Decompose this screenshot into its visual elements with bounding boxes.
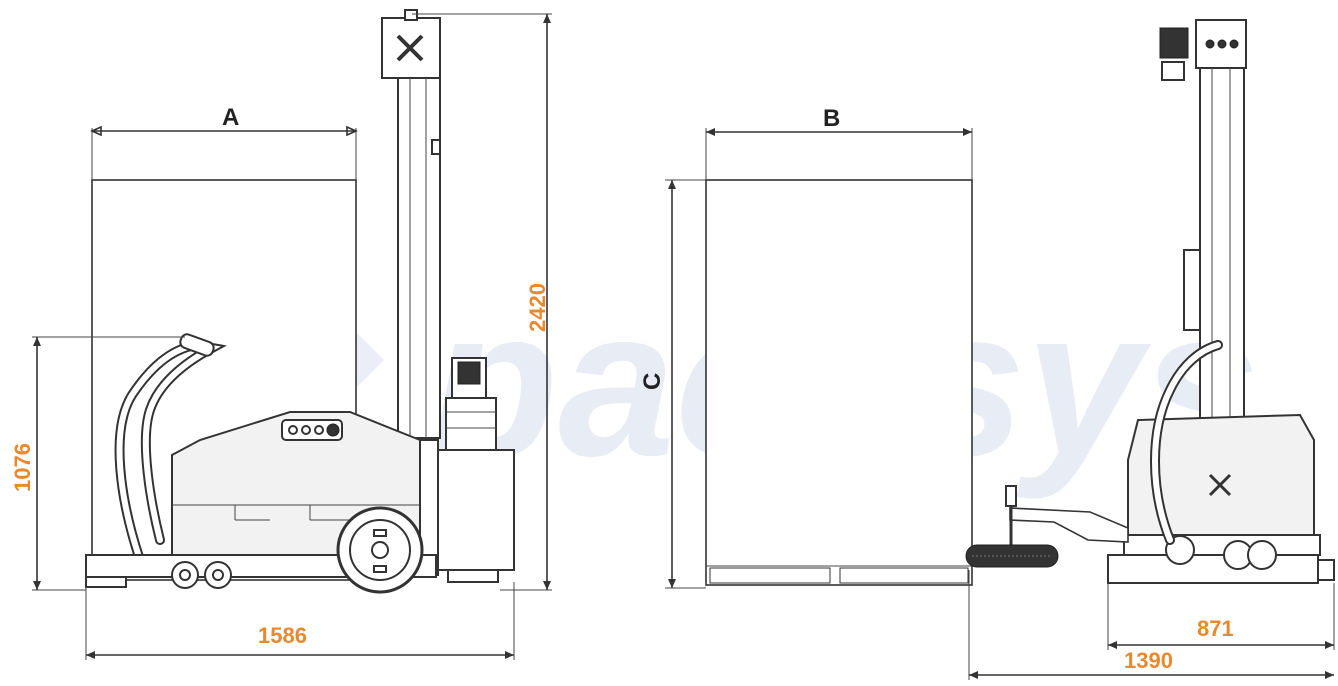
handle-left [114,333,227,565]
dimension-c: C [639,179,706,589]
dimension-1586-value: 1586 [258,623,307,648]
machine-body-right [1107,413,1335,584]
dimension-2420-value: 2420 [525,283,550,332]
right-view: B C [639,19,1335,680]
dimension-1390: 1390 [968,570,1334,680]
dimension-c-label: C [639,373,666,390]
chassis-left [85,506,437,594]
dimension-1076-value: 1076 [10,443,35,492]
mast-left [381,9,441,439]
dimension-b-label: B [823,105,840,132]
pallet [706,565,972,584]
dimension-a: A [90,104,358,180]
left-view: A [10,9,552,660]
dimension-2420: 2420 [412,13,552,591]
handle-right [1150,340,1223,545]
dimension-1390-value: 1390 [1124,648,1173,673]
dimension-1076: 1076 [10,336,185,591]
dimension-a-label: A [222,104,239,131]
load-box-b [705,179,973,586]
dimension-b: B [705,105,973,180]
tow-arm [965,485,1129,568]
dimension-1586: 1586 [85,582,515,660]
dimension-871: 871 [1107,583,1335,650]
dimension-871-value: 871 [1197,616,1234,641]
drive-unit-left [419,357,515,583]
